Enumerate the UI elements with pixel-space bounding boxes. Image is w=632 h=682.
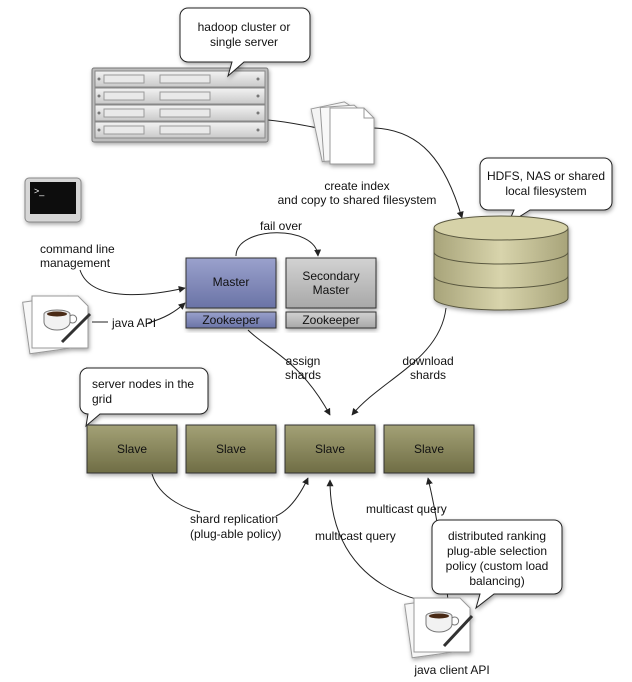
slave-label-4: Slave bbox=[414, 442, 444, 456]
java-api-label: java API bbox=[111, 316, 156, 330]
assign-shards-label-1: assign bbox=[286, 354, 321, 368]
multicast-query-label-1: multicast query bbox=[315, 529, 396, 543]
zookeeper-secondary-label: Zookeeper bbox=[302, 313, 359, 327]
server-rack-icon bbox=[91, 67, 269, 143]
java-document-icon bbox=[22, 295, 92, 355]
fail-over-label: fail over bbox=[260, 219, 302, 233]
callout-grid-line-2: grid bbox=[92, 392, 112, 406]
java-client-api-label: java client API bbox=[413, 663, 489, 677]
callout-ranking-line-2: plug-able selection bbox=[447, 544, 547, 558]
callout-cluster bbox=[179, 7, 311, 78]
svg-text:>_: >_ bbox=[34, 186, 45, 196]
shard-replication-label-2: (plug-able policy) bbox=[190, 527, 281, 541]
documents-icon bbox=[310, 101, 375, 165]
java-client-icon bbox=[404, 597, 474, 659]
callout-ranking-line-3: policy (custom load bbox=[446, 559, 549, 573]
multicast-query-arrow-1 bbox=[326, 479, 421, 601]
zookeeper-primary bbox=[185, 311, 277, 329]
docs-to-storage-arrow bbox=[373, 127, 464, 219]
callout-cluster-line-1: hadoop cluster or bbox=[198, 20, 291, 34]
download-shards-label-1: download bbox=[402, 354, 453, 368]
slave-label-1: Slave bbox=[117, 442, 147, 456]
command-line-to-master-arrow bbox=[79, 269, 186, 296]
slave-node-2 bbox=[185, 424, 277, 474]
callout-storage-line-1: HDFS, NAS or shared bbox=[487, 169, 605, 183]
create-index-label-2: and copy to shared filesystem bbox=[278, 193, 437, 207]
slave-node-1 bbox=[86, 424, 178, 474]
fail-over-arrow bbox=[235, 232, 322, 257]
slave-label-2: Slave bbox=[216, 442, 246, 456]
database-icon bbox=[433, 215, 569, 311]
server-to-docs-line bbox=[267, 119, 319, 129]
callout-grid-line-1: server nodes in the bbox=[92, 377, 194, 391]
callout-cluster-line-2: single server bbox=[210, 35, 278, 49]
callout-ranking bbox=[431, 519, 563, 610]
slave-node-4 bbox=[383, 424, 475, 474]
slave-node-3 bbox=[284, 424, 376, 474]
callout-ranking-line-1: distributed ranking bbox=[448, 529, 546, 543]
java-api-to-master-arrow bbox=[147, 302, 186, 324]
shard-replication-arrow bbox=[151, 474, 308, 517]
multicast-query-label-2: multicast query bbox=[366, 502, 447, 516]
master-label: Master bbox=[213, 275, 250, 289]
download-shards-arrow bbox=[351, 307, 447, 416]
secondary-master-node bbox=[285, 257, 377, 309]
secondary-master-label-1: Secondary bbox=[302, 269, 359, 283]
callout-ranking-line-4: balancing) bbox=[469, 574, 524, 588]
shard-replication-label-1: shard replication bbox=[190, 512, 278, 526]
assign-shards-label-2: shards bbox=[285, 368, 321, 382]
callout-grid bbox=[79, 367, 209, 428]
secondary-master-label-2: Master bbox=[313, 283, 350, 297]
zookeeper-secondary bbox=[285, 311, 377, 329]
download-shards-label-2: shards bbox=[410, 368, 446, 382]
terminal-icon: >_ bbox=[24, 177, 82, 223]
master-node bbox=[185, 257, 277, 309]
assign-shards-arrow bbox=[247, 329, 331, 416]
command-line-label-1: command line bbox=[40, 242, 115, 256]
create-index-label-1: create index bbox=[324, 179, 389, 193]
slave-label-3: Slave bbox=[315, 442, 345, 456]
callout-storage-line-2: local filesystem bbox=[505, 184, 586, 198]
zookeeper-primary-label: Zookeeper bbox=[202, 313, 259, 327]
command-line-label-2: management bbox=[40, 256, 111, 270]
